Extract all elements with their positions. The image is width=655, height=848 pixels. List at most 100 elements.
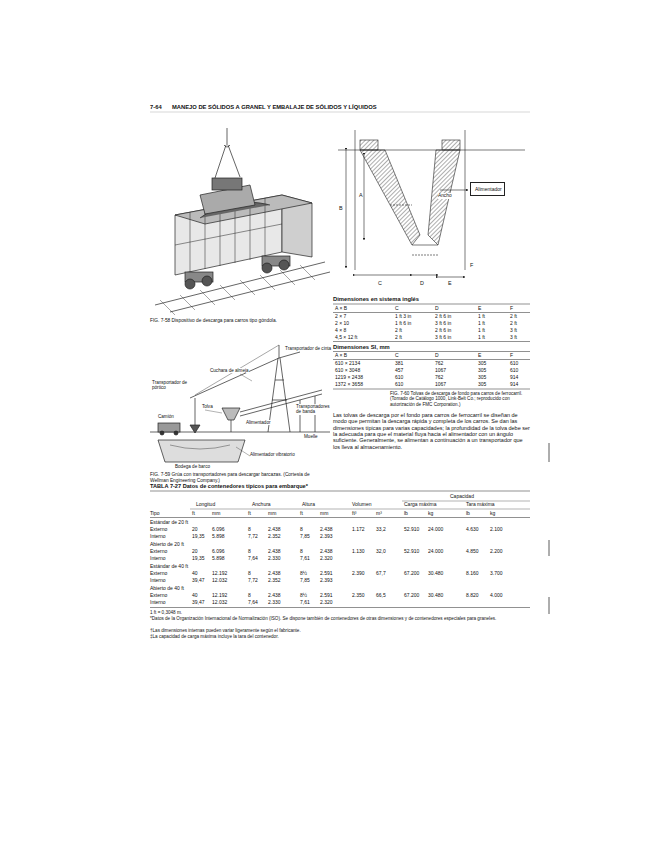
table-cell: 1 ft [478, 314, 485, 320]
table-cell: Externo [150, 593, 167, 599]
table-header: lb [404, 511, 408, 517]
dimension-letter: F [470, 262, 473, 268]
table-cell: 3 ft [510, 328, 517, 334]
table-cell: 2 ft [510, 321, 517, 327]
table-cell: 39,47 [192, 578, 205, 584]
table-cell: 4.850 [466, 549, 479, 555]
table-cell: 4.000 [490, 593, 503, 599]
table-cell: 7,72 [248, 534, 258, 540]
table-header: D [435, 306, 439, 312]
table-cell: 67.200 [404, 593, 419, 599]
table-cell: Interno [150, 600, 166, 606]
table-cell: 20 [192, 549, 198, 555]
table-cell: 40 [192, 571, 198, 577]
part-label: Cuchara de almeja [210, 368, 249, 373]
table-cell: 2.438 [320, 527, 333, 533]
table-header: lb [466, 511, 470, 517]
table-cell: 1 ft [478, 328, 485, 334]
table-header: C [395, 306, 399, 312]
table-cell: 2.591 [320, 571, 333, 577]
table-header: ft [248, 511, 251, 517]
dimension-letter: D [420, 280, 424, 286]
table-cell: 52.910 [404, 549, 419, 555]
table-cell: 4 × 8 [335, 328, 346, 334]
table-cell: 305 [478, 368, 486, 374]
page-header: MANEJO DE SÓLIDOS A GRANEL Y EMBALAJE DE… [172, 104, 377, 111]
hopper-section-drawing [338, 130, 525, 277]
table-header: Tara máxima [466, 502, 495, 508]
table-cell: 12.192 [212, 593, 227, 599]
table-row-heading: Abierto de 40 ft [150, 586, 184, 592]
table-cell: 1 ft [478, 335, 485, 341]
table-cell: 6.096 [212, 527, 225, 533]
table-cell: 8½ [300, 571, 307, 577]
part-label: Alimentador [246, 420, 271, 425]
table-cell: 381 [395, 361, 403, 367]
table-cell: 8 [300, 527, 303, 533]
table-cell: Externo [150, 571, 167, 577]
table-cell: 2.591 [320, 593, 333, 599]
table-header: Tipo [150, 511, 160, 517]
table-cell: 3.700 [490, 571, 503, 577]
table-header: kg [428, 511, 433, 517]
table-cell: 2.438 [268, 527, 281, 533]
table-cell: 19,35 [192, 556, 205, 562]
rail-car-drawing [155, 128, 330, 315]
table-cell: 7,85 [300, 578, 310, 584]
table-cell: 610 [395, 382, 403, 388]
table-cell: 5.898 [212, 556, 225, 562]
table-cell: 2.320 [320, 556, 333, 562]
table-cell: 762 [435, 361, 443, 367]
table-cell: 2.390 [352, 571, 365, 577]
part-label: Transportadores de banda [296, 404, 332, 415]
table-cell: Externo [150, 527, 167, 533]
margin-bar [549, 443, 550, 614]
part-label: Bodega de barco [175, 464, 210, 469]
body-paragraph: Las tolvas de descarga por el fondo para… [333, 412, 531, 450]
table-title: Dimensiones SI, mm [333, 344, 390, 351]
table-header: m³ [376, 511, 382, 517]
table-cell: 30.480 [428, 593, 443, 599]
header-rule [150, 112, 530, 113]
table-header: mm [320, 511, 328, 517]
table-cell: 4.630 [466, 527, 479, 533]
table-header: A × B [335, 306, 347, 312]
table-cell: 305 [478, 375, 486, 381]
table-footnote: 1 ft = 0,3048 m. [150, 610, 530, 615]
table-cell: 20 [192, 527, 198, 533]
table-cell: Interno [150, 578, 166, 584]
dimension-letter: E [448, 280, 452, 286]
figure-caption: FIG. 7-60 Tolvas de descarga de fondo pa… [390, 391, 530, 407]
table-cell: 7,61 [300, 556, 310, 562]
table-cell: 1 ft 3 in [395, 314, 411, 320]
table-cell: 12.032 [212, 600, 227, 606]
table-cell: 2 ft [395, 335, 402, 341]
table-row-heading: Abierto de 20 ft [150, 542, 184, 548]
table-cell: 2.352 [268, 534, 281, 540]
table-cell: 2.330 [268, 600, 281, 606]
table-cell: 305 [478, 382, 486, 388]
table-cell: 914 [510, 382, 518, 388]
table-cell: 8½ [300, 593, 307, 599]
table-header: Capacidad [450, 494, 474, 500]
table-cell: 1.130 [352, 549, 365, 555]
table-cell: 457 [395, 368, 403, 374]
table-cell: 8.160 [466, 571, 479, 577]
table-header: A × B [335, 353, 347, 359]
table-cell: 6.096 [212, 549, 225, 555]
part-label: Transportador de cinta [285, 346, 331, 351]
table-cell: 12.032 [212, 578, 227, 584]
table-cell: 1372 × 3658 [335, 382, 363, 388]
feeder-box: Alimentador [470, 182, 505, 196]
part-label: Camión [158, 414, 174, 419]
table-header: mm [268, 511, 276, 517]
table-rules [333, 304, 530, 389]
table-row-heading: Estándar de 20 ft [150, 520, 188, 526]
table-cell: 3 ft 6 in [435, 321, 451, 327]
table-cell: 610 × 2134 [335, 361, 360, 367]
table-footnote: ‡La capacidad de carga máxima incluye la… [150, 634, 530, 639]
table-header: Carga máxima [404, 502, 437, 508]
table-cell: 2 × 10 [335, 321, 349, 327]
table-header: ft³ [352, 511, 356, 517]
table-cell: 40 [192, 593, 198, 599]
